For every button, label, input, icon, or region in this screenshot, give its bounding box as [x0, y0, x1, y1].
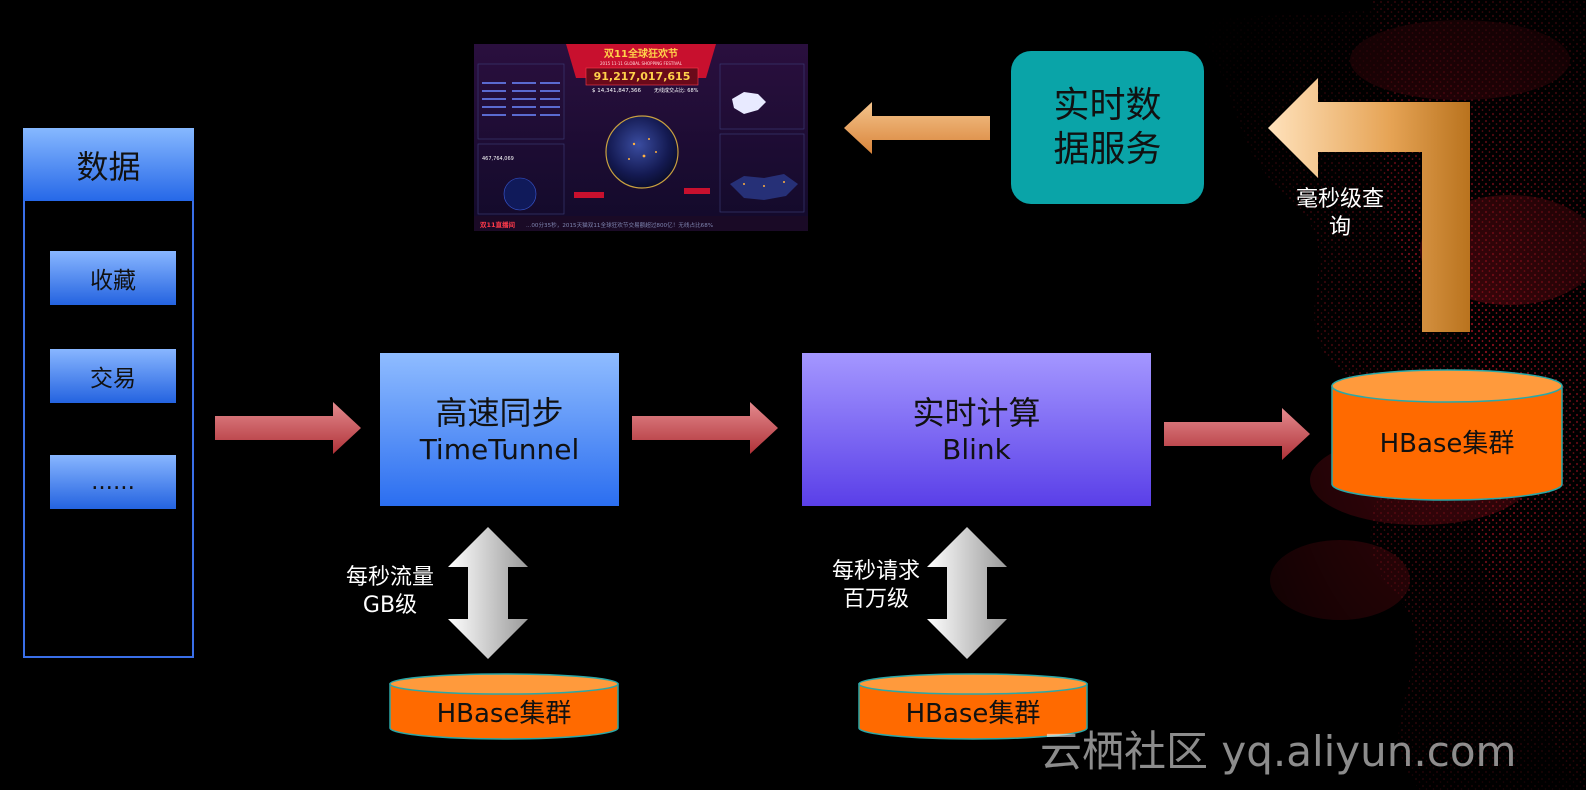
dashboard-gmv-total: $ 14,341,847,366	[592, 88, 641, 94]
compute-hbase-double-arrow	[927, 527, 1007, 659]
timetunnel-sync-box: 高速同步 TimeTunnel	[380, 353, 619, 506]
blink-name: Blink	[942, 432, 1011, 466]
realtime-service-line2: 据服务	[1053, 128, 1162, 170]
sync-traffic-label: 每秒流量 GB级	[345, 565, 434, 618]
dashboard-gmv-digits: 91,217,017,615	[594, 70, 691, 83]
data-item-transactions: 交易	[50, 349, 176, 403]
dashboard-wireless-ratio: 无线成交占比: 68%	[654, 87, 699, 94]
data-item-more: ......	[50, 455, 176, 509]
hbase-compute-label: HBase集群	[906, 699, 1041, 729]
hbase-cluster-compute: HBase集群	[858, 673, 1088, 740]
hbase-cluster-sync: HBase集群	[389, 673, 619, 740]
arrow-compute-to-hbase	[1164, 408, 1310, 460]
query-latency-label: 毫秒级查 询	[1295, 187, 1384, 240]
compute-requests-label: 每秒请求 百万级	[831, 559, 920, 612]
realtime-data-service-box: 实时数 据服务	[1011, 51, 1204, 204]
dashboard-subtitle: 2015 11·11 GLOBAL SHOPPING FESTIVAL	[600, 61, 683, 66]
realtime-service-line1: 实时数	[1053, 84, 1162, 126]
double11-dashboard-screenshot: 双11全球狂欢节 2015 11·11 GLOBAL SHOPPING FEST…	[474, 44, 808, 231]
hbase-cluster-main: HBase集群	[1331, 369, 1563, 501]
arrow-data-to-sync	[215, 402, 361, 454]
data-item-favorites: 收藏	[50, 251, 176, 305]
dashboard-brand: 双11直播间	[480, 220, 516, 229]
dashboard-title: 双11全球狂欢节	[604, 47, 678, 60]
hbase-sync-label: HBase集群	[437, 699, 572, 729]
hbase-main-label: HBase集群	[1380, 429, 1515, 459]
arrow-sync-to-compute	[632, 402, 778, 454]
watermark: 云栖社区 yq.aliyun.com	[1040, 727, 1517, 776]
dashboard-left-value: 467,764,069	[482, 156, 514, 162]
sync-hbase-double-arrow	[448, 527, 528, 659]
dashboard-ticker: ...00分35秒，2015天猫双11全球狂欢节交易额超过800亿！无线占比68…	[526, 221, 713, 229]
arrow-service-to-dashboard	[844, 102, 990, 154]
timetunnel-title: 高速同步	[435, 393, 564, 432]
data-source-title: 数据	[23, 128, 194, 201]
timetunnel-name: TimeTunnel	[419, 432, 580, 466]
arrow-hbase-query-up	[1268, 78, 1470, 332]
blink-title: 实时计算	[912, 393, 1041, 432]
blink-compute-box: 实时计算 Blink	[802, 353, 1151, 506]
